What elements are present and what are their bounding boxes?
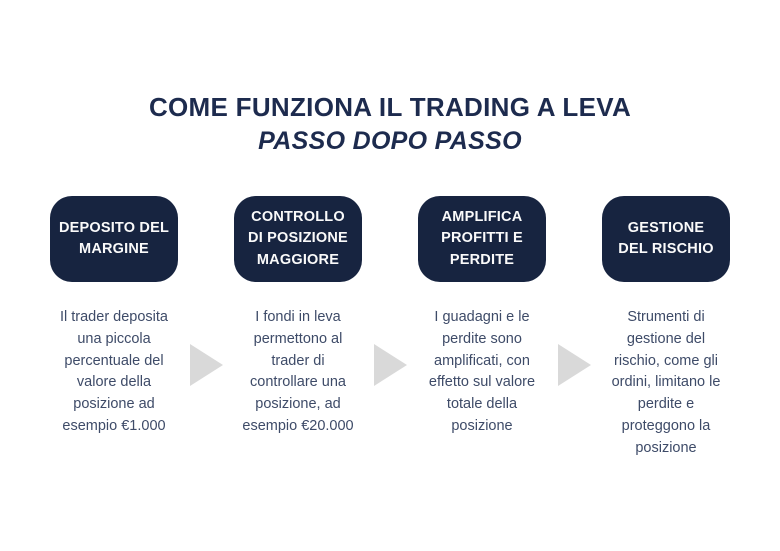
- step-description-1: Il trader deposita una piccola percentua…: [59, 309, 168, 434]
- step-gestione-del-rischio: GESTIONE DEL RISCHIO Strumenti di gestio…: [598, 196, 734, 459]
- step-box-4: GESTIONE DEL RISCHIO: [602, 196, 730, 282]
- step-box-2: CONTROLLO DI POSIZIONE MAGGIORE: [234, 196, 362, 282]
- right-arrow-icon: [189, 344, 223, 386]
- step-box-1: DEPOSITO DEL MARGINE: [50, 196, 178, 282]
- header: COME FUNZIONA IL TRADING A LEVA PASSO DO…: [0, 0, 780, 156]
- page-title: COME FUNZIONA IL TRADING A LEVA: [148, 92, 632, 122]
- step-controllo-di-posizione-maggiore: CONTROLLO DI POSIZIONE MAGGIORE I fondi …: [230, 196, 366, 438]
- arrow-cell-3: [550, 196, 598, 386]
- step-description-2: I fondi in leva permettono al trader di …: [242, 309, 354, 434]
- steps-row: DEPOSITO DEL MARGINE Il trader deposita …: [0, 196, 780, 459]
- page-subtitle: PASSO DOPO PASSO: [258, 127, 522, 155]
- step-description-3: I guadagni e le perdite sono amplificati…: [428, 309, 536, 434]
- step-description-4: Strumenti di gestione del rischio, come …: [611, 309, 721, 456]
- step-box-3: AMPLIFICA PROFITTI E PERDITE: [418, 196, 546, 282]
- step-amplifica-profitti-e-perdite: AMPLIFICA PROFITTI E PERDITE I guadagni …: [414, 196, 550, 438]
- step-label-2: CONTROLLO DI POSIZIONE MAGGIORE: [248, 209, 348, 268]
- step-label-4: GESTIONE DEL RISCHIO: [618, 219, 714, 257]
- step-label-3: AMPLIFICA PROFITTI E PERDITE: [441, 209, 523, 268]
- step-label-1: DEPOSITO DEL MARGINE: [58, 219, 170, 257]
- right-arrow-icon: [557, 344, 591, 386]
- arrow-cell-2: [366, 196, 414, 386]
- right-arrow-icon: [373, 344, 407, 386]
- step-deposito-del-margine: DEPOSITO DEL MARGINE Il trader deposita …: [46, 196, 182, 438]
- arrow-cell-1: [182, 196, 230, 386]
